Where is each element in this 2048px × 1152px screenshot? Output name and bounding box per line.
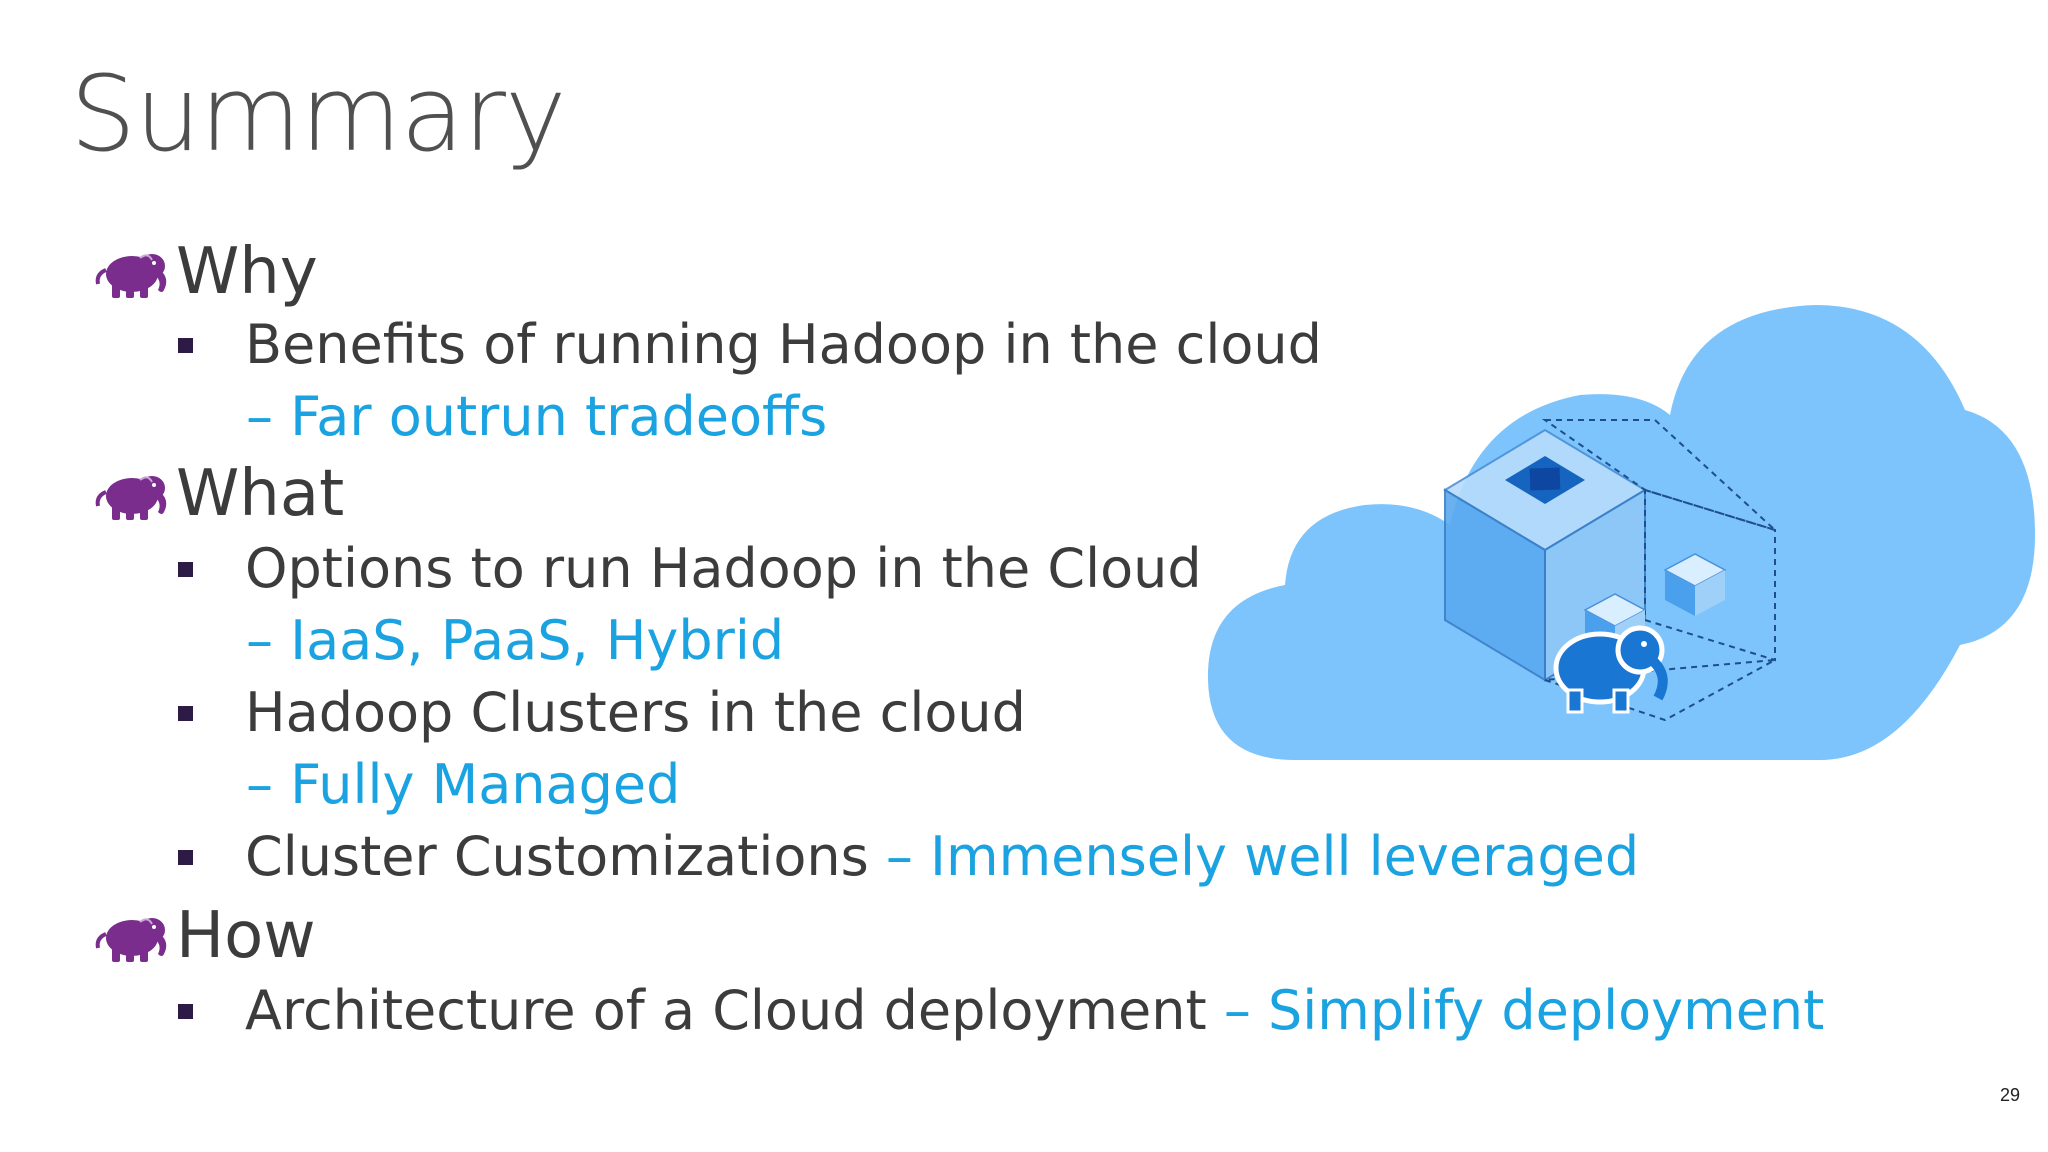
bullet-item: Cluster Customizations – Immensely well … — [178, 830, 1639, 884]
bullet-square — [178, 849, 193, 865]
section-what: What — [92, 462, 344, 526]
bullet-accent: – IaaS, PaaS, Hybrid — [246, 609, 785, 672]
cloud-cluster-illustration — [1207, 305, 2035, 760]
bullet-accent: – Far outrun tradeoffs — [246, 385, 828, 448]
bullet-text: Benefits of running Hadoop in the cloud — [245, 313, 1322, 376]
hadoop-elephant-icon — [95, 476, 167, 520]
bullet-accent: – Simplify deployment — [1223, 979, 1825, 1042]
bullet-accent: – Immensely well leveraged — [885, 825, 1640, 888]
hadoop-elephant-icon — [95, 918, 167, 962]
section-why: Why — [92, 240, 318, 304]
bullet-item: Options to run Hadoop in the Cloud — [178, 542, 1202, 596]
slide-title: Summary — [70, 53, 567, 175]
bullet-square — [178, 705, 193, 721]
bullet-text: Cluster Customizations — [245, 825, 869, 888]
page-number: 29 — [1999, 1085, 2020, 1105]
section-heading-why: Why — [176, 235, 318, 309]
bullet-item: Hadoop Clusters in the cloud — [178, 686, 1026, 740]
bullet-item: Architecture of a Cloud deployment – Sim… — [178, 984, 1824, 1038]
bullet-text: Options to run Hadoop in the Cloud — [245, 537, 1202, 600]
bullet-text: Architecture of a Cloud deployment — [245, 979, 1207, 1042]
bullet-square — [178, 561, 193, 577]
hadoop-elephant-icon — [95, 254, 167, 298]
hadoop-elephant-icon — [1553, 625, 1668, 714]
bullet-square — [178, 1003, 193, 1019]
section-heading-how: How — [176, 899, 316, 973]
bullet-text: Hadoop Clusters in the cloud — [245, 681, 1026, 744]
bullet-square — [178, 337, 193, 353]
section-how: How — [92, 904, 316, 968]
section-heading-what: What — [176, 457, 345, 531]
cluster-cubes — [1443, 419, 1776, 722]
bullet-item: Benefits of running Hadoop in the cloud — [178, 318, 1322, 372]
bullet-accent: – Fully Managed — [246, 753, 681, 816]
